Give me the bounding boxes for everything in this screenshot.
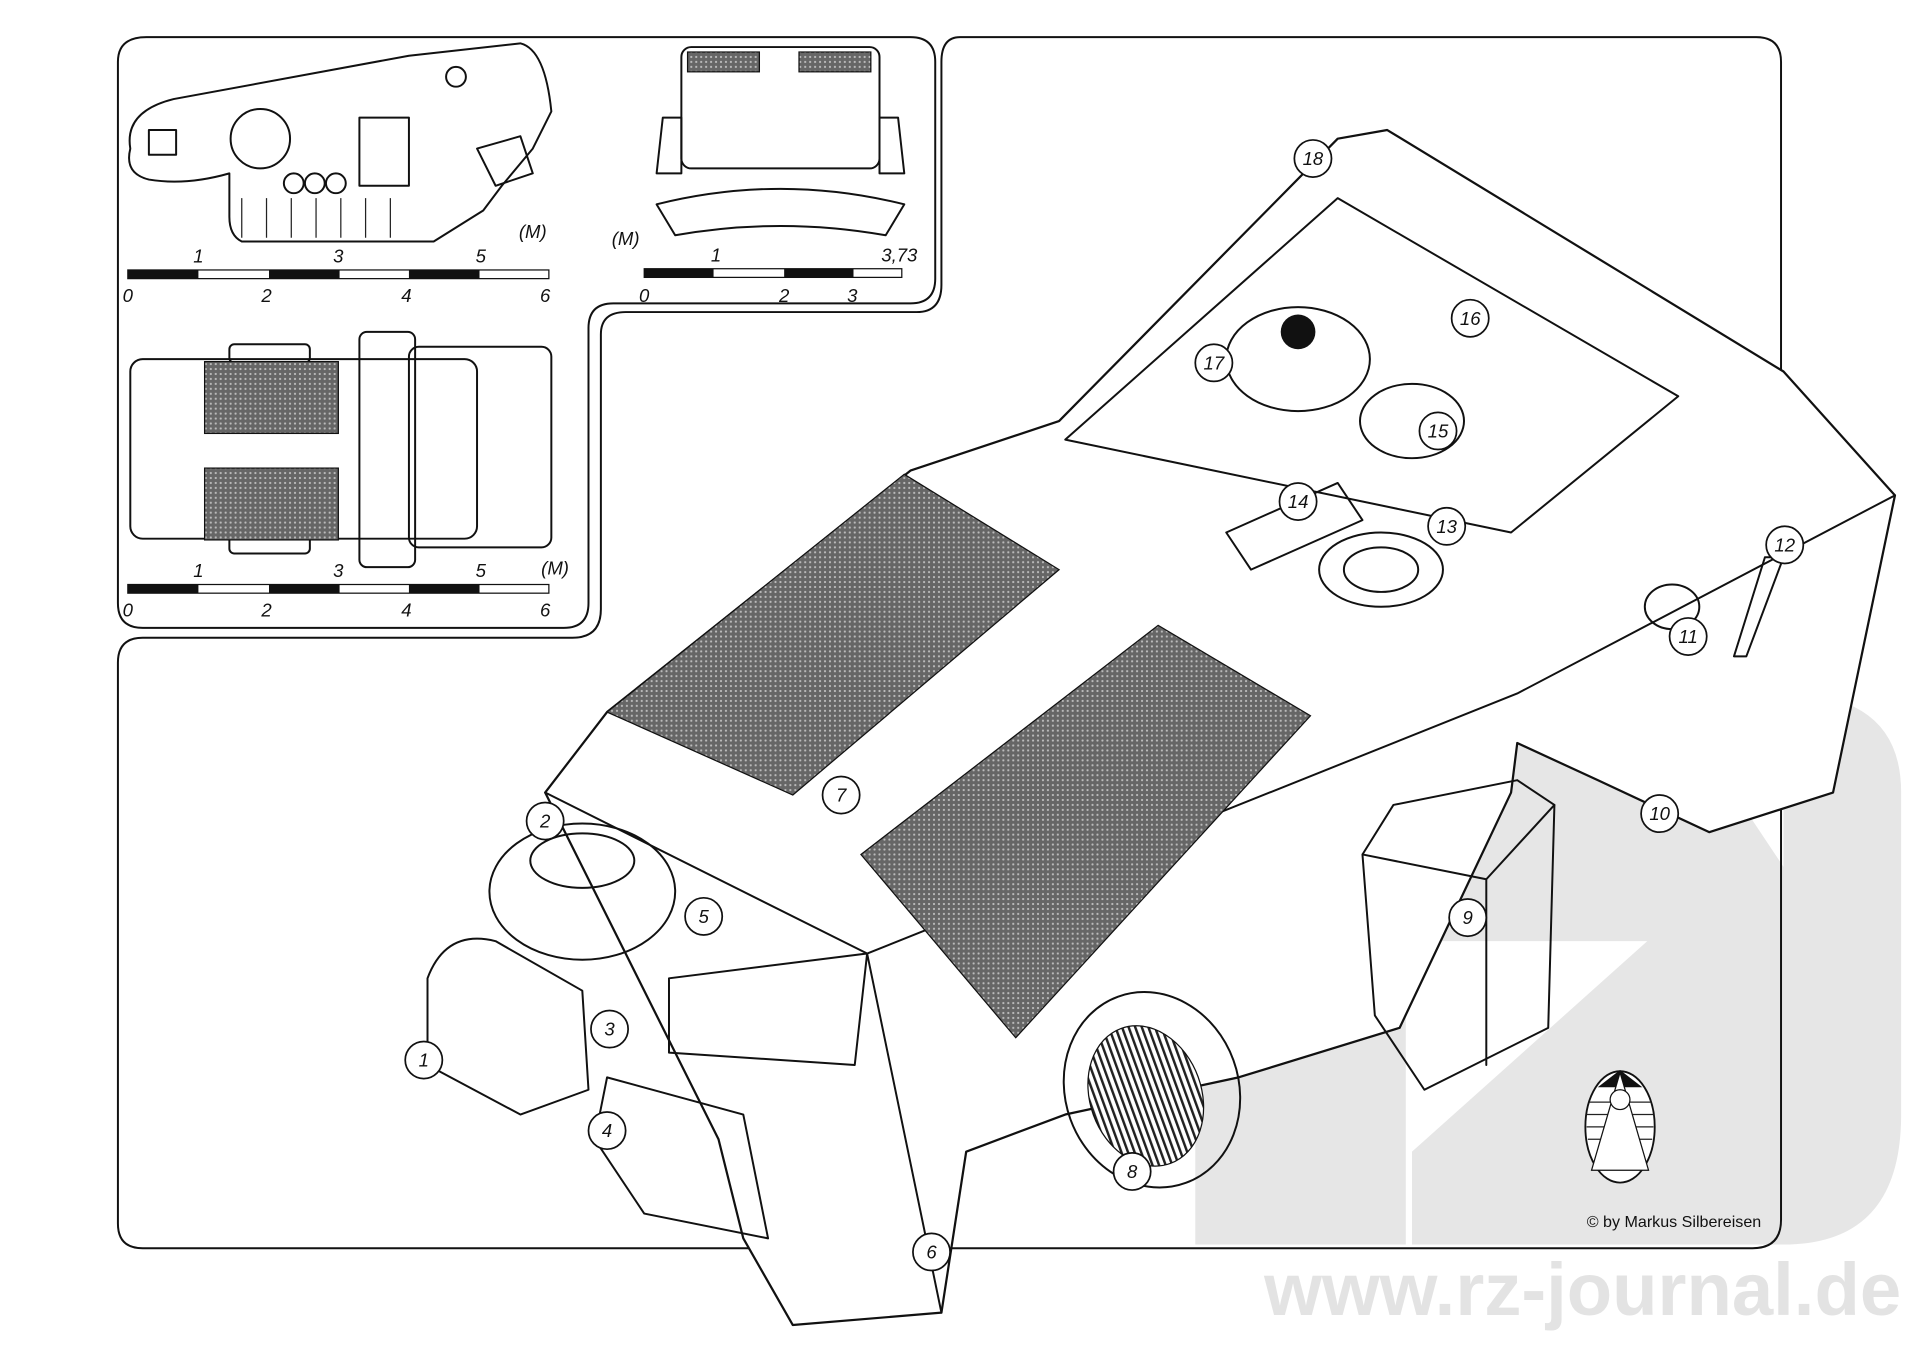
callout-13: 13 bbox=[1427, 506, 1467, 546]
svg-text:1: 1 bbox=[419, 1050, 429, 1071]
hatched-roof-panel-right bbox=[860, 624, 1312, 1039]
svg-text:3: 3 bbox=[333, 560, 344, 581]
svg-text:5: 5 bbox=[476, 560, 487, 581]
callout-6: 6 bbox=[912, 1232, 951, 1272]
svg-text:4: 4 bbox=[602, 1120, 612, 1141]
callout-9: 9 bbox=[1448, 898, 1488, 938]
callout-5: 5 bbox=[684, 896, 724, 936]
svg-text:(M): (M) bbox=[541, 558, 569, 579]
svg-text:0: 0 bbox=[123, 600, 134, 621]
svg-text:10: 10 bbox=[1649, 803, 1670, 824]
hatched-roof-panel-left bbox=[605, 473, 1061, 796]
callout-1: 1 bbox=[404, 1040, 444, 1080]
svg-text:16: 16 bbox=[1460, 308, 1481, 329]
svg-text:2: 2 bbox=[539, 811, 551, 832]
svg-text:14: 14 bbox=[1288, 491, 1309, 512]
svg-text:0: 0 bbox=[123, 285, 134, 306]
svg-text:1: 1 bbox=[193, 246, 203, 267]
svg-text:4: 4 bbox=[401, 285, 411, 306]
svg-text:3,73: 3,73 bbox=[881, 244, 918, 265]
svg-text:5: 5 bbox=[698, 906, 709, 927]
side-view-drawing bbox=[128, 42, 553, 243]
svg-text:1: 1 bbox=[711, 244, 721, 265]
svg-text:13: 13 bbox=[1436, 516, 1457, 537]
svg-text:5: 5 bbox=[476, 246, 487, 267]
top-view-drawing bbox=[129, 330, 553, 569]
svg-text:3: 3 bbox=[847, 285, 858, 306]
panel-top-left-frame bbox=[116, 36, 937, 629]
svg-text:3: 3 bbox=[604, 1019, 615, 1040]
watermark-url: www.rz-journal.de bbox=[1263, 1248, 1901, 1331]
svg-text:8: 8 bbox=[1127, 1161, 1138, 1182]
vehicle-isometric-drawing bbox=[426, 128, 1897, 1327]
panel-main-frame bbox=[116, 36, 1783, 1250]
front-view-drawing bbox=[655, 46, 906, 237]
callout-11: 11 bbox=[1668, 617, 1708, 656]
svg-text:6: 6 bbox=[540, 600, 551, 621]
svg-text:(M): (M) bbox=[612, 228, 640, 249]
svg-text:6: 6 bbox=[540, 285, 551, 306]
svg-text:2: 2 bbox=[260, 285, 272, 306]
svg-text:12: 12 bbox=[1774, 534, 1795, 555]
callout-8: 8 bbox=[1112, 1152, 1152, 1191]
svg-text:3: 3 bbox=[333, 246, 344, 267]
scale-bar-front-view: 1 3,73 0 2 3 (M) bbox=[612, 228, 918, 306]
callout-12: 12 bbox=[1765, 525, 1805, 565]
callout-7: 7 bbox=[821, 775, 861, 815]
signature-stamp bbox=[1584, 1069, 1656, 1184]
svg-text:15: 15 bbox=[1428, 420, 1449, 441]
svg-text:0: 0 bbox=[639, 285, 650, 306]
callout-15: 15 bbox=[1418, 411, 1458, 451]
svg-text:6: 6 bbox=[926, 1241, 937, 1262]
svg-text:9: 9 bbox=[1463, 907, 1473, 928]
callout-14: 14 bbox=[1278, 482, 1318, 521]
scale-bar-side-view: 1 3 5 0 2 4 6 (M) bbox=[123, 221, 551, 306]
callout-18: 18 bbox=[1293, 139, 1333, 178]
svg-text:7: 7 bbox=[836, 785, 847, 806]
callout-3: 3 bbox=[590, 1009, 629, 1049]
svg-text:(M): (M) bbox=[519, 221, 547, 242]
callout-10: 10 bbox=[1640, 794, 1680, 834]
callout-17: 17 bbox=[1194, 343, 1234, 383]
svg-text:2: 2 bbox=[778, 285, 790, 306]
callout-16: 16 bbox=[1450, 298, 1490, 338]
callout-4: 4 bbox=[587, 1111, 627, 1151]
svg-text:1: 1 bbox=[193, 560, 203, 581]
svg-text:17: 17 bbox=[1204, 352, 1225, 373]
svg-text:2: 2 bbox=[260, 600, 272, 621]
scale-bar-top-view: 1 3 5 0 2 4 6 (M) bbox=[123, 558, 569, 621]
svg-text:11: 11 bbox=[1679, 626, 1698, 647]
callout-2: 2 bbox=[525, 801, 565, 841]
svg-text:18: 18 bbox=[1303, 148, 1324, 169]
copyright-text: © by Markus Silbereisen bbox=[1587, 1213, 1761, 1231]
svg-text:4: 4 bbox=[401, 600, 411, 621]
